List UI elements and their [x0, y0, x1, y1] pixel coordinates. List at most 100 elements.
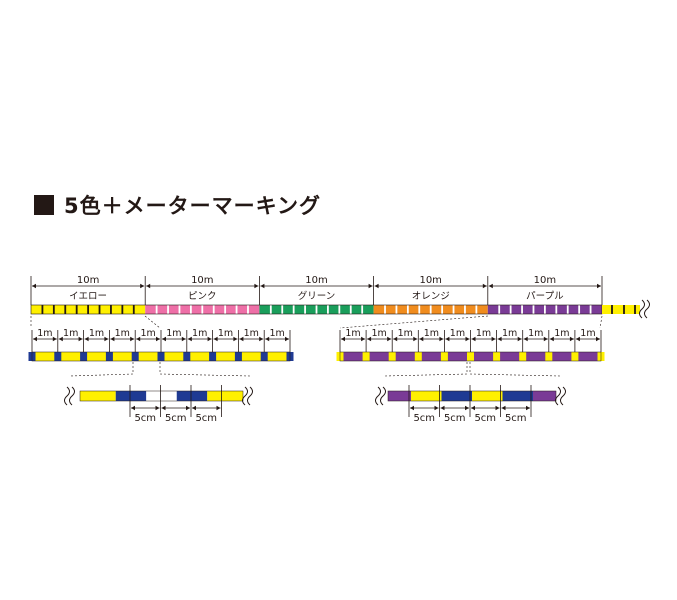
right-meter-label: 1m — [502, 328, 517, 339]
right-zoom-guide — [469, 362, 561, 377]
right-meter-dimension-arrow-left — [393, 336, 398, 342]
meter-mark — [41, 305, 44, 314]
meter-mark — [132, 305, 135, 314]
meter-mark — [98, 305, 101, 314]
right-meter-dimension-arrow-right — [569, 336, 574, 342]
left-meter-dimension-arrow-left — [33, 336, 37, 342]
right-meter-marker — [571, 352, 579, 361]
left-meter-dimension-arrow-left — [162, 336, 166, 342]
left-meter-dimension-arrow-left — [58, 336, 63, 342]
left-cm-block — [176, 391, 208, 401]
right-meter-dimension-arrow-right — [517, 336, 522, 342]
left-zoom-guide — [69, 362, 134, 377]
main-line — [30, 299, 650, 319]
left-detail-outline — [31, 351, 291, 362]
meter-mark — [509, 305, 512, 314]
right-cm-dimension-arrow-left — [501, 405, 506, 411]
right-meter-dimension-arrow-left — [471, 336, 476, 342]
left-meter-label: 1m — [140, 328, 155, 339]
left-meter-marker — [234, 352, 242, 361]
meter-mark — [566, 305, 569, 314]
right-cm-dimension-arrow-left — [410, 405, 414, 411]
right-meter-dimension-arrow-left — [523, 336, 528, 342]
left-cm-block — [115, 391, 147, 401]
meter-mark — [406, 305, 409, 314]
right-cm-label: 5cm — [474, 413, 496, 424]
segment-dimension-arrow-left — [32, 283, 36, 289]
segment-length-label: 10m — [534, 275, 556, 286]
meter-mark — [315, 305, 318, 314]
left-cm-block — [146, 391, 177, 401]
segment-length-label: 10m — [305, 275, 327, 286]
left-meter-label: 1m — [166, 328, 181, 339]
left-cm-dimension-arrow-right — [155, 405, 160, 411]
meter-mark — [611, 305, 613, 314]
meter-mark — [349, 305, 352, 314]
left-meter-dimension-arrow-right — [259, 336, 264, 342]
left-meter-marker — [260, 352, 268, 361]
right-meter-dimension-arrow-right — [596, 336, 600, 342]
meter-mark — [64, 305, 67, 314]
segment-color-name: ピンク — [188, 291, 217, 302]
left-cm-dimension-arrow-right — [216, 405, 221, 411]
left-cm-dimension-arrow-right — [186, 405, 190, 411]
meter-mark — [52, 305, 55, 314]
meter-mark — [281, 305, 284, 314]
meter-mark — [521, 305, 523, 314]
segment-dimension-arrow-right — [368, 283, 373, 289]
right-meter-dimension-arrow-left — [419, 336, 424, 342]
meter-mark — [623, 305, 625, 314]
left-cm-label: 5cm — [165, 413, 187, 424]
segment-length-label: 10m — [77, 275, 99, 286]
segment-dimension-arrow-left — [374, 283, 379, 289]
meter-mark — [110, 305, 112, 314]
right-meter-dimension-arrow-left — [445, 336, 450, 342]
line-break-b — [644, 299, 650, 319]
left-cm-dimension-arrow-left — [161, 405, 166, 411]
right-cm-dimension-arrow-right — [434, 405, 439, 411]
right-meter-marker — [362, 352, 370, 361]
title-square-icon — [34, 195, 54, 215]
right-cm-block — [388, 391, 411, 401]
left-meter-dimension-arrow-right — [130, 336, 135, 342]
right-cm-label: 5cm — [444, 413, 466, 424]
left-meter-label: 1m — [192, 328, 207, 339]
right-meter-label: 1m — [345, 328, 360, 339]
meter-mark — [418, 305, 421, 314]
left-zoom-guide — [159, 362, 251, 377]
left-meter-dimension-arrow-right — [233, 336, 238, 342]
meter-mark — [361, 305, 364, 314]
left-meter-label: 1m — [269, 328, 284, 339]
left-meter-dimension-arrow-left — [136, 336, 141, 342]
right-cm-break-right-b — [560, 386, 566, 406]
meter-mark — [441, 305, 444, 314]
meter-mark — [178, 305, 181, 314]
right-meter-label: 1m — [528, 328, 543, 339]
left-meter-label: 1m — [89, 328, 104, 339]
right-meter-dimension-arrow-right — [387, 336, 392, 342]
meter-mark — [212, 305, 215, 314]
right-cm-break-left-b — [380, 386, 386, 406]
segment-color-name: オレンジ — [412, 291, 450, 302]
meter-mark — [395, 305, 398, 314]
segment-dimension-arrow-right — [482, 283, 487, 289]
meter-mark — [75, 305, 78, 314]
left-meter-marker — [80, 352, 88, 361]
left-meter-dimension-arrow-left — [187, 336, 192, 342]
right-meter-label: 1m — [398, 328, 413, 339]
meter-mark — [452, 305, 455, 314]
left-meter-marker — [105, 352, 113, 361]
right-meter-marker — [519, 352, 527, 361]
segment-dimension-arrow-right — [140, 283, 145, 289]
right-meter-dimension-arrow-right — [543, 336, 548, 342]
left-cm-block — [80, 391, 116, 401]
meter-mark — [304, 305, 306, 314]
left-meter-marker — [183, 352, 191, 361]
left-cm-dimension-arrow-left — [192, 405, 196, 411]
left-cm-break-left-a — [64, 386, 70, 406]
right-meter-label: 1m — [476, 328, 491, 339]
meter-mark — [189, 305, 192, 314]
left-meter-dimension-arrow-right — [104, 336, 109, 342]
